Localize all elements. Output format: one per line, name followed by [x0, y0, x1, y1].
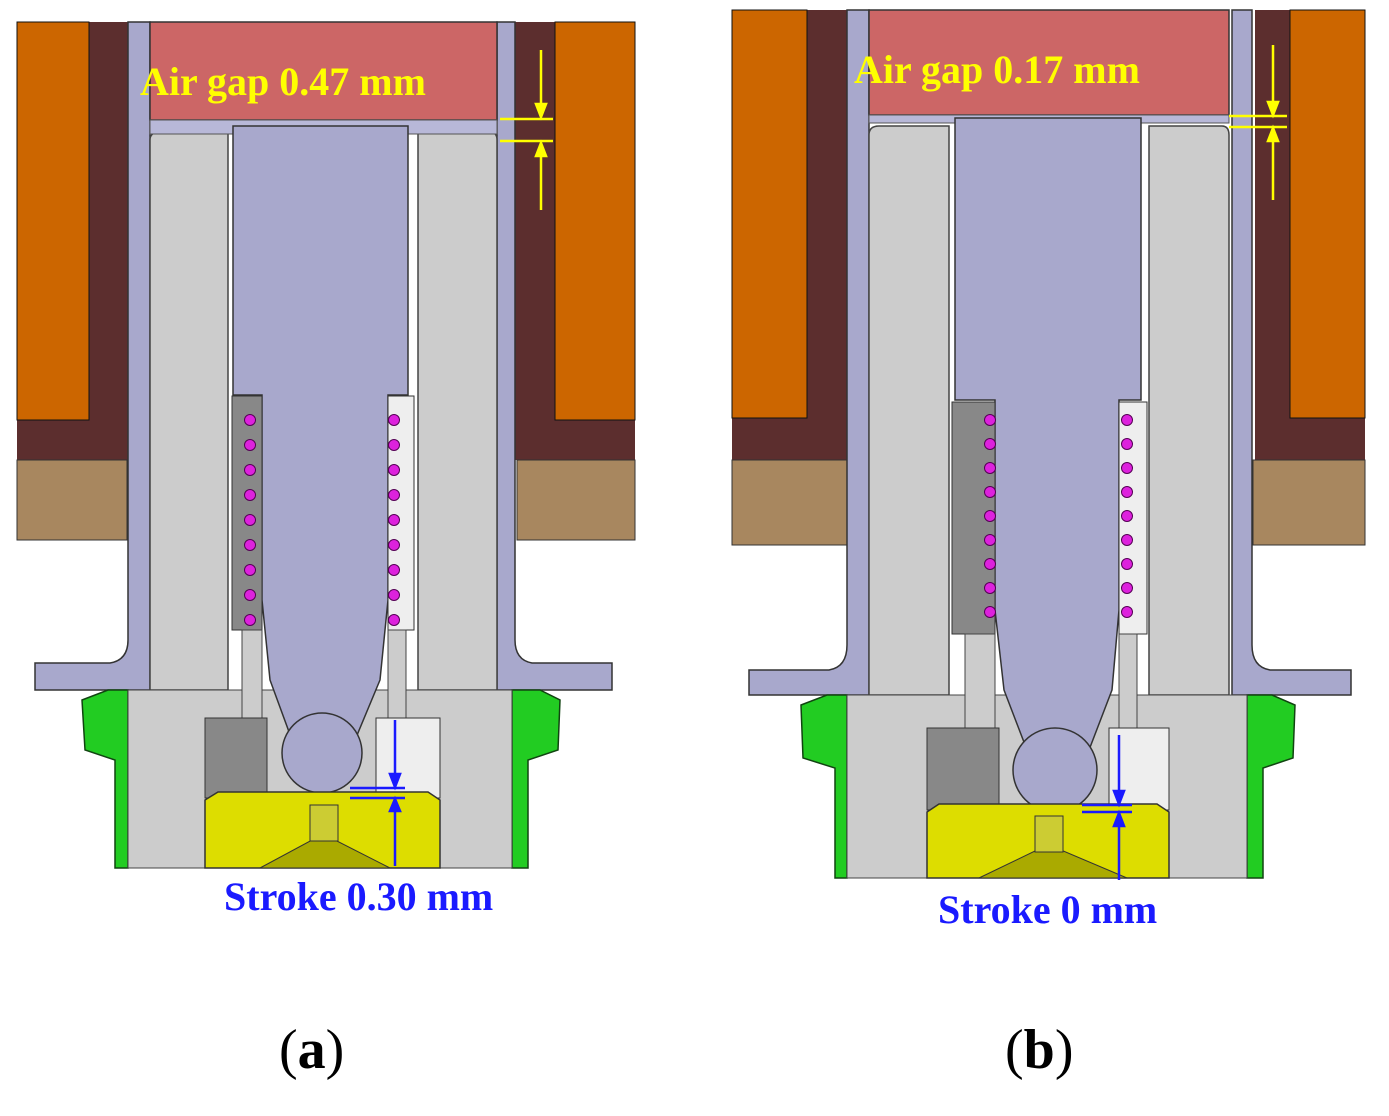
spring-coil-dot: [388, 589, 400, 601]
spring-coil-dot: [388, 489, 400, 501]
spring-coils: [244, 414, 400, 626]
spring-coil-dot: [984, 606, 996, 618]
spring-coil-dot: [984, 438, 996, 450]
caption-b: (b): [1005, 1019, 1074, 1081]
spring-coil-dot: [244, 614, 256, 626]
spring-coil-dot: [984, 486, 996, 498]
panel-a: Air gap 0.47 mm Stroke 0.30 mm: [0, 0, 640, 960]
ball-valve: [1012, 727, 1098, 813]
sleeve-right: [496, 21, 613, 691]
stroke-dimension: [350, 720, 405, 866]
spring-coil-dot: [388, 514, 400, 526]
caption-letter-b: b: [1023, 1019, 1055, 1081]
sleeve: [748, 9, 870, 696]
spring-coil-dot: [244, 489, 256, 501]
spring-coil-dot: [244, 564, 256, 576]
spring-coil-dot: [388, 539, 400, 551]
air-gap-dimension: [1229, 45, 1287, 200]
sleeve: [34, 21, 151, 691]
seat-holder-left: [204, 717, 268, 799]
spring-coil-dot: [244, 464, 256, 476]
spring-coils: [984, 414, 1133, 618]
stroke-label: Stroke 0.30 mm: [224, 874, 494, 919]
stroke-dimension: [1082, 735, 1132, 880]
seat-holder-left: [926, 727, 1000, 811]
guide-left: [964, 633, 996, 730]
spring-coil-dot: [1121, 414, 1133, 426]
spring-coil-dot: [1121, 558, 1133, 570]
spring-coil-dot: [984, 510, 996, 522]
guide-right: [1118, 633, 1138, 730]
spring-coil-dot: [244, 539, 256, 551]
air-gap-label: Air gap 0.17 mm: [854, 47, 1140, 92]
spring-coil-dot: [1121, 438, 1133, 450]
clip-left: [81, 689, 129, 869]
clip-right: [511, 689, 561, 869]
spring-coil-dot: [388, 614, 400, 626]
spring-coil-dot: [984, 582, 996, 594]
coil-right: [1289, 9, 1366, 419]
valve-cross-section-a: [16, 21, 636, 869]
coil-left: [731, 9, 808, 419]
seat-holder-right: [375, 717, 441, 799]
valve-body: [868, 125, 950, 696]
spring-coil-dot: [1121, 606, 1133, 618]
guide-right: [387, 629, 407, 721]
spring-coil-dot: [388, 439, 400, 451]
valve-cross-section-b: [731, 9, 1366, 880]
pole-piece: [868, 9, 1230, 116]
spring-coil-dot: [244, 439, 256, 451]
pole-piece: [149, 21, 498, 121]
clip-right: [1246, 694, 1296, 879]
coil-right: [554, 21, 636, 421]
air-gap-dimension: [500, 50, 553, 210]
guide-left: [241, 629, 263, 721]
spring-coil-dot: [244, 414, 256, 426]
valve-body-right: [417, 131, 498, 691]
spring-coil-dot: [1121, 534, 1133, 546]
clip-left: [800, 694, 848, 879]
base-plate-left: [16, 459, 128, 541]
base-plate-right: [516, 459, 636, 541]
sleeve-right: [1231, 9, 1352, 696]
spring-coil-dot: [984, 558, 996, 570]
spring-coil-dot: [244, 514, 256, 526]
spring-coil-dot: [1121, 510, 1133, 522]
caption-letter-a: a: [297, 1019, 326, 1081]
coil-left: [16, 21, 90, 421]
valve-body: [149, 131, 229, 691]
nozzle-orifice: [309, 804, 339, 842]
ball-valve: [281, 712, 363, 794]
spring-coil-dot: [984, 414, 996, 426]
spring-coil-dot: [1121, 462, 1133, 474]
spring-coil-dot: [244, 589, 256, 601]
spring-coil-dot: [984, 462, 996, 474]
panel-b: Air gap 0.17 mm Stroke 0 mm: [717, 0, 1366, 960]
spring-coil-dot: [388, 414, 400, 426]
base-plate-right: [1252, 459, 1366, 546]
nozzle-orifice: [1034, 815, 1064, 853]
stroke-label: Stroke 0 mm: [938, 887, 1158, 932]
spring-coil-dot: [984, 534, 996, 546]
spring-coil-dot: [1121, 486, 1133, 498]
caption-a: (a): [279, 1019, 345, 1081]
air-gap-label: Air gap 0.47 mm: [140, 59, 426, 104]
spring-coil-dot: [388, 464, 400, 476]
spring-coil-dot: [388, 564, 400, 576]
valve-body-right: [1148, 125, 1230, 696]
spring-coil-dot: [1121, 582, 1133, 594]
base-plate-left: [731, 459, 853, 546]
